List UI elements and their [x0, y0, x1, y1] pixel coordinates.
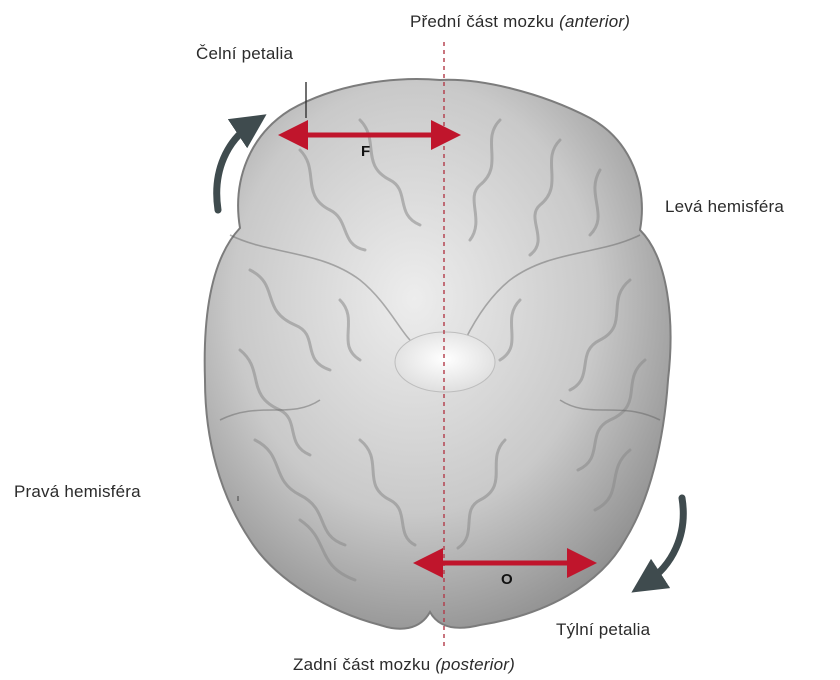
- curved-arrow-bottom-right: [646, 498, 683, 583]
- brainstem: [395, 332, 495, 392]
- occipital-marker: O: [501, 571, 513, 588]
- frontal-marker: F: [361, 143, 370, 160]
